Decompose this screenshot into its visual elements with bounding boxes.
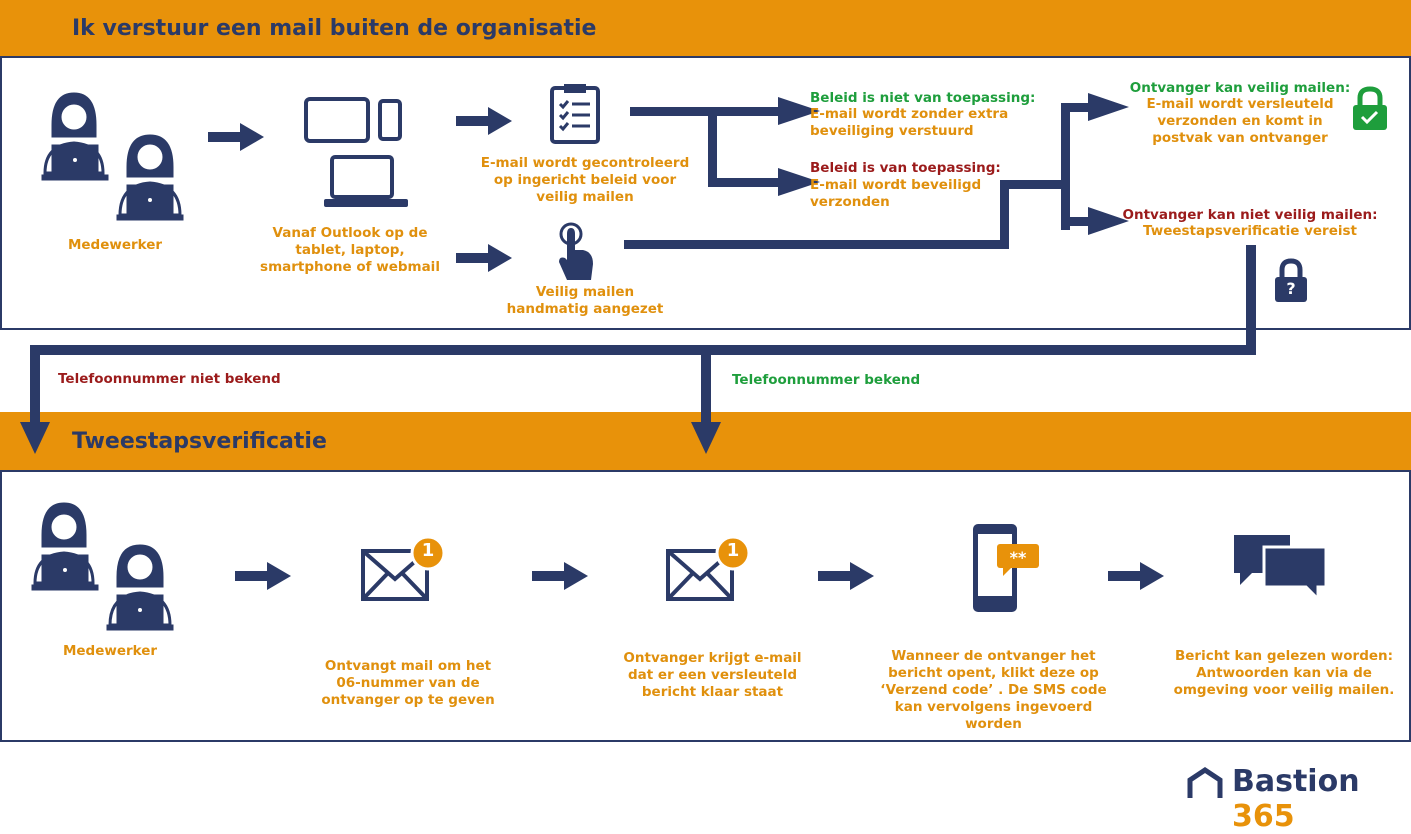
smartphone-sms-icon [973, 524, 1039, 612]
step2-label: Ontvanger krijgt e-mail dat er een versl… [623, 650, 802, 700]
brand-word: Bastion [1232, 764, 1360, 799]
section2-title: Tweestapsverificatie [72, 429, 327, 454]
touch-hand-icon [559, 222, 593, 280]
cannot-mail-title: Ontvanger kan niet veilig mailen: [1122, 207, 1378, 223]
chat-bubbles-icon [1234, 535, 1328, 603]
checked-label: E-mail wordt gecontroleerd op ingericht … [480, 155, 690, 205]
arrow-right-icon [532, 562, 588, 590]
recipient-connector [624, 93, 1129, 249]
clipboard-checklist-icon [550, 84, 600, 144]
phone-unknown-label: Telefoonnummer niet bekend [58, 371, 281, 387]
arrow-right-icon [1108, 562, 1164, 590]
brand-name: Bastion 365 [1232, 764, 1411, 834]
bastion-logo-icon [1187, 766, 1223, 798]
envelope-badge-1: 1 [421, 540, 435, 561]
arrow-down-icon [20, 412, 50, 454]
phone-known-label: Telefoonnummer bekend [732, 372, 921, 388]
employee-label-1: Medewerker [67, 237, 163, 253]
arrow-right-icon [208, 123, 264, 151]
envelope-notification-icon [361, 535, 446, 601]
lock-question-mark: ? [1286, 279, 1296, 298]
employee-label-2: Medewerker [62, 643, 158, 659]
brand-number: 365 [1232, 799, 1295, 834]
policy-a-title: Beleid is van toepassing: [810, 160, 1001, 176]
policy-na-title: Beleid is niet van toepassing: [810, 90, 1036, 106]
sms-stars: ** [1009, 548, 1027, 567]
step3-label: Wanneer de ontvanger het bericht opent, … [880, 648, 1107, 732]
section2-panel [0, 470, 1411, 742]
lock-check-icon [1353, 86, 1387, 130]
arrow-right-icon [456, 244, 512, 272]
section1-title: Ik verstuur een mail buiten de organisat… [72, 16, 597, 41]
section1-header-band [0, 0, 1411, 58]
employees-icon [31, 502, 174, 631]
employees-icon [41, 92, 184, 221]
arrow-right-icon [818, 562, 874, 590]
arrow-right-icon [456, 107, 512, 135]
arrow-down-icon [691, 412, 721, 454]
envelope-badge-2: 1 [726, 540, 740, 561]
section1-panel [0, 56, 1411, 330]
manual-label: Veilig mailen handmatig aangezet [506, 284, 664, 317]
step4-label: Bericht kan gelezen worden: Antwoorden k… [1173, 648, 1395, 698]
policy-a-text: E-mail wordt beveiligd verzonden [810, 177, 982, 210]
arrow-right-icon [235, 562, 291, 590]
cannot-mail-text: Tweestapsverificatie vereist [1143, 223, 1357, 239]
can-mail-title: Ontvanger kan veilig mailen: [1129, 80, 1351, 96]
envelope-notification-icon [666, 535, 751, 601]
policy-connector [630, 97, 820, 196]
lock-question-icon [1275, 258, 1307, 302]
step1-label: Ontvangt mail om het 06-nummer van de on… [321, 658, 495, 708]
devices-label: Vanaf Outlook op de tablet, laptop, smar… [260, 225, 440, 275]
can-mail-text: E-mail wordt versleuteld verzonden en ko… [1146, 96, 1334, 146]
policy-na-text: E-mail wordt zonder extra beveiliging ve… [810, 106, 1009, 139]
devices-icon [304, 97, 408, 207]
